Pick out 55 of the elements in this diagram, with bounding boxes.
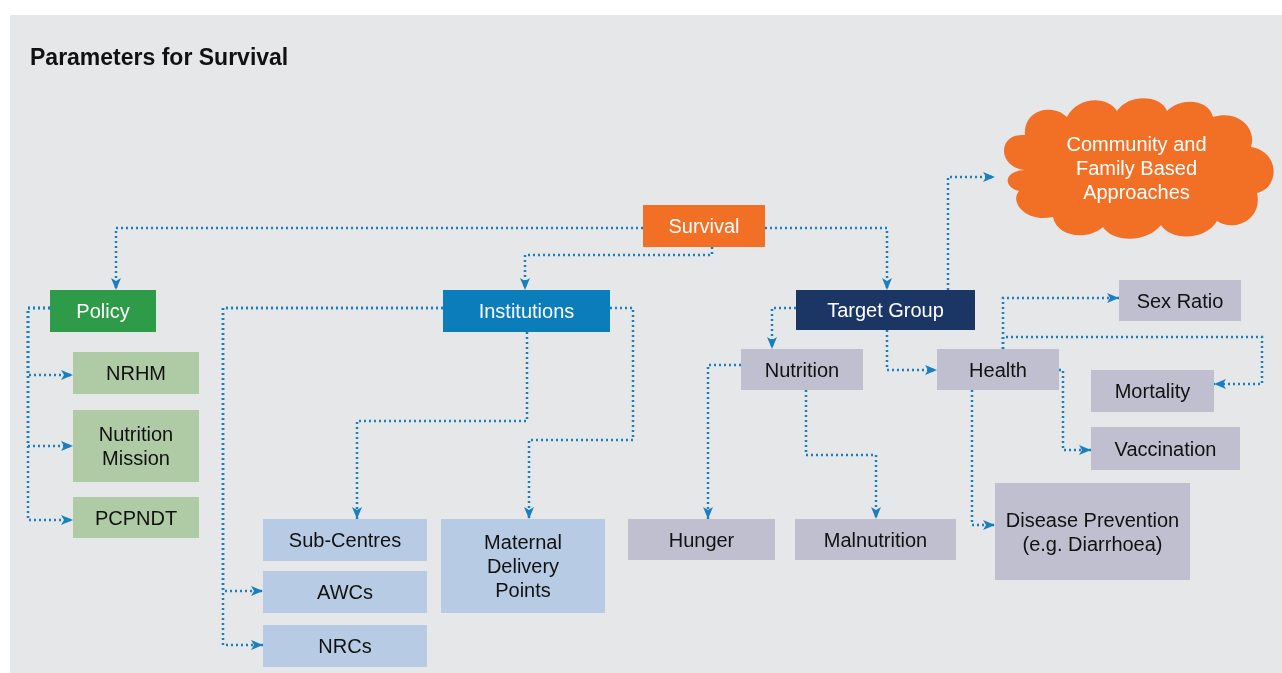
node-label: Nutrition [763, 357, 841, 382]
dotted-arrow [524, 306, 635, 519]
node-label: NRCs [317, 634, 373, 658]
dotted-arrow [804, 390, 881, 519]
item-box [937, 349, 1059, 390]
dotted-arrow [1059, 368, 1091, 455]
item-box [995, 483, 1190, 580]
dotted-arrow [221, 306, 443, 650]
dotted-arrow [352, 332, 529, 519]
node-label: Institutions [477, 299, 576, 323]
dotted-arrow [946, 172, 995, 290]
node-label: Target Group [826, 298, 945, 322]
dotted-arrow [111, 226, 643, 290]
node-label: Survival [667, 214, 741, 238]
node-label: Policy [75, 299, 131, 323]
node-label: Sub-Centres [287, 528, 403, 552]
node-label: Malnutrition [822, 527, 929, 552]
dotted-arrow [26, 306, 73, 525]
item-box [741, 349, 863, 390]
item-box [263, 519, 427, 561]
item-box [73, 410, 199, 482]
item-box [628, 519, 775, 560]
item-box [263, 571, 427, 613]
node-label: Community and Family Based Approaches [1065, 131, 1208, 204]
category-box [50, 290, 156, 332]
item-box [441, 519, 605, 613]
node-label: Nutrition Mission [97, 422, 175, 470]
item-box [1091, 427, 1240, 470]
category-box [796, 290, 975, 330]
item-box [73, 497, 199, 538]
item-box [73, 352, 199, 394]
dotted-arrow [765, 226, 892, 290]
item-box [1091, 370, 1214, 412]
node-label: Disease Prevention (e.g. Diarrhoea) [1004, 507, 1181, 556]
item-box [795, 519, 956, 560]
node-label: Vaccination [1113, 436, 1218, 461]
node-label: Sex Ratio [1135, 288, 1225, 313]
dotted-arrow [767, 306, 796, 349]
node-label: NRHM [105, 361, 167, 385]
node-label: PCPNDT [93, 505, 179, 530]
node-label: Health [968, 357, 1028, 382]
node-label: Hunger [667, 527, 736, 552]
item-box [263, 625, 427, 667]
dotted-arrow [970, 390, 995, 530]
dotted-arrow [885, 330, 937, 375]
category-box [443, 290, 610, 332]
category-box [643, 205, 765, 247]
item-box [1119, 280, 1241, 321]
dotted-arrow [520, 247, 714, 290]
node-label: Maternal Delivery Points [483, 530, 563, 602]
diagram-title: Parameters for Survival [30, 44, 289, 71]
node-label: Mortality [1113, 379, 1192, 403]
dotted-arrow [1001, 335, 1264, 389]
dotted-arrow [703, 363, 741, 519]
node-label: AWCs [316, 580, 374, 604]
